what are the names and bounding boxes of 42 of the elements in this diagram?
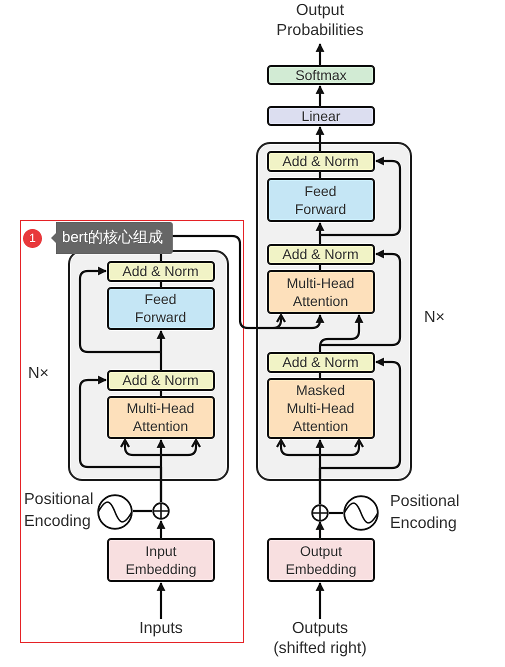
arrow (320, 250, 402, 346)
add-norm-box: Add & Norm (106, 370, 214, 390)
encoding-label: Positional Encoding (24, 490, 94, 532)
arrow (320, 156, 402, 236)
highlight-frame (20, 220, 244, 643)
arrow (316, 43, 324, 65)
layer-stack-block (256, 142, 412, 481)
arrow (318, 358, 402, 504)
io-label: Outputs (shifted right) (265, 619, 375, 661)
feed-forward-box: Feed Forward (106, 286, 214, 330)
arrow (316, 222, 324, 244)
arrow (156, 582, 166, 619)
io-label: Inputs (121, 619, 201, 641)
repeat-label: N× (28, 364, 50, 384)
add-norm-box: Add & Norm (106, 260, 214, 282)
tooltip-label: bert的核心组成 (51, 222, 173, 254)
arrow (318, 314, 364, 352)
callout-number: 1 (23, 229, 42, 248)
arrow (160, 234, 324, 330)
attention-box: Masked Multi-Head Attention (266, 378, 374, 438)
embedding-box: Input Embedding (107, 538, 215, 582)
add-norm-box: Add & Norm (266, 352, 374, 372)
attention-box: Multi-Head Attention (106, 396, 214, 438)
linear-box: Linear (267, 106, 375, 126)
arrow (316, 85, 324, 106)
encoding-label: Positional Encoding (390, 492, 460, 534)
layer-stack-block (68, 250, 229, 481)
io-label: Output Probabilities (255, 1, 385, 43)
arrow (156, 520, 166, 538)
repeat-label: N× (424, 308, 446, 328)
arrow (316, 126, 324, 151)
arrow (78, 266, 161, 354)
softmax-box: Softmax (267, 65, 375, 85)
feed-forward-box: Feed Forward (266, 178, 374, 222)
arrow (78, 376, 162, 502)
embedding-box: Output Embedding (267, 538, 375, 582)
add-norm-box: Add & Norm (266, 150, 374, 172)
arrow (316, 521, 324, 538)
arrow (156, 330, 166, 370)
add-norm-box: Add & Norm (266, 244, 374, 264)
arrow (316, 582, 324, 619)
attention-box: Multi-Head Attention (266, 270, 374, 314)
